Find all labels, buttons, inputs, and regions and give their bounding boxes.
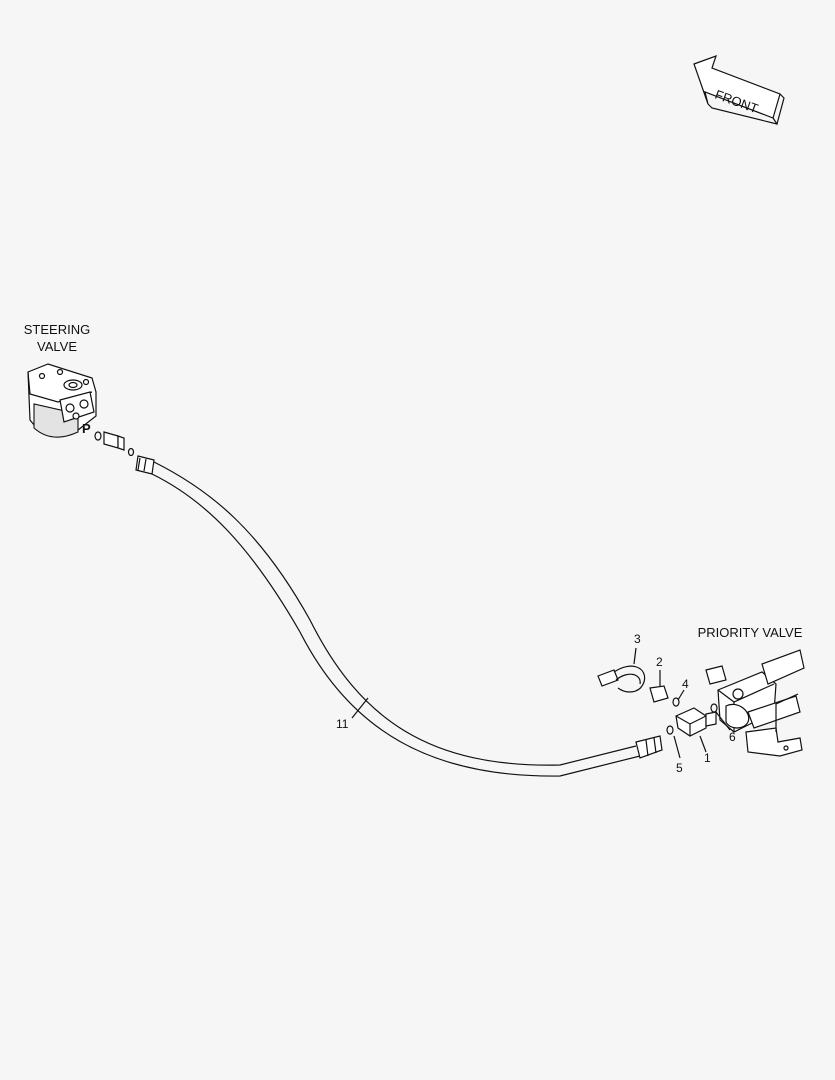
pressure-switch <box>597 665 669 703</box>
callout-1: 1 <box>704 751 711 765</box>
tee-fitting <box>675 707 717 737</box>
o-ring-6 <box>710 703 718 713</box>
o-ring-4 <box>672 697 680 707</box>
callout-leader-5 <box>673 735 681 759</box>
hydraulic-hose <box>135 455 663 777</box>
steering-valve <box>27 363 97 438</box>
front-arrow: FRONT <box>693 55 785 126</box>
callout-leader-6 <box>715 711 731 731</box>
callout-leader-11 <box>351 697 369 719</box>
callout-4: 4 <box>682 677 689 691</box>
steering-valve-label-line2: VALVE <box>37 339 77 354</box>
callout-leader-4 <box>677 689 685 701</box>
callout-leader-1 <box>699 735 707 753</box>
callout-2: 2 <box>656 655 663 669</box>
callout-6: 6 <box>729 730 736 744</box>
priority-valve-label: PRIORITY VALVE <box>698 625 803 640</box>
callout-leader-3 <box>633 647 637 665</box>
steering-adapter-fitting <box>94 431 135 457</box>
priority-valve <box>705 649 805 757</box>
callout-11: 11 <box>336 717 349 731</box>
steering-valve-label-line1: STEERING <box>24 322 90 337</box>
callout-3: 3 <box>634 632 641 646</box>
o-ring-5 <box>666 725 674 735</box>
callout-5: 5 <box>676 761 683 775</box>
port-p-label: P <box>82 421 91 436</box>
